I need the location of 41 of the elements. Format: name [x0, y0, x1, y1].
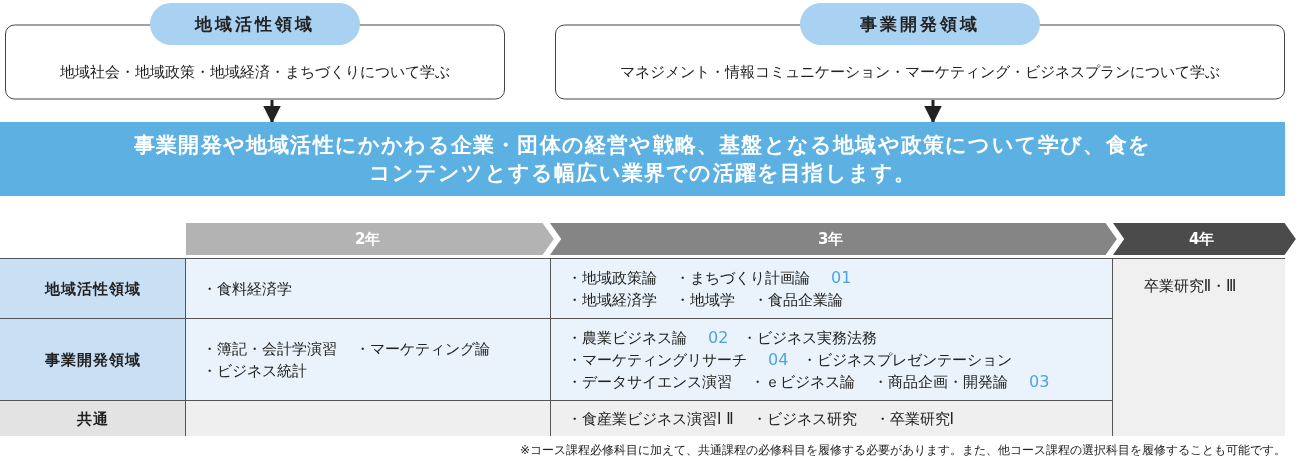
course-name: ・ビジネス実務法務 — [742, 327, 878, 349]
domain-box — [5, 3, 505, 100]
row-heading: 事業開発領域 — [44, 350, 141, 369]
year-label: 3年 — [818, 230, 844, 249]
arrow — [924, 100, 942, 124]
year-label: 2年 — [355, 230, 381, 249]
course-name: ・ビジネス統計 — [202, 360, 307, 382]
course-name: ・農業ビジネス論 — [567, 327, 687, 349]
course-name: ・食品企業論 — [753, 289, 843, 311]
course-name: ・ビジネスプレゼンテーション — [802, 349, 1013, 371]
row-heading: 地域活性領域 — [44, 279, 141, 298]
year-label: 4年 — [1189, 230, 1215, 249]
callout-number: 03 — [1029, 370, 1050, 393]
domain-box — [555, 3, 1285, 100]
course-name: ・マーケティングリサーチ — [567, 349, 747, 371]
callout-number: 04 — [768, 348, 789, 371]
callout-number: 01 — [831, 266, 852, 289]
summary-banner — [0, 122, 1285, 196]
course-name: ・地域学 — [675, 289, 735, 311]
course-name: 卒業研究Ⅱ・Ⅲ — [1143, 276, 1237, 297]
course-name: ・簿記・会計学演習 — [202, 338, 337, 360]
course-name: ・地域政策論 — [567, 267, 657, 289]
arrow — [263, 100, 281, 124]
course-name: ・卒業研究Ⅰ — [874, 408, 954, 430]
row-heading: 共通 — [76, 409, 109, 428]
course-name: ・ｅビジネス論 — [750, 371, 855, 393]
footnote: ※コース課程必修科目に加えて、共通課程の必修科目を履修する必要があります。また、他コース課程の選択科目を履修することも可能です。 — [519, 442, 1286, 459]
course-name: ・まちづくり計画論 — [675, 267, 810, 289]
course-name: ・食産業ビジネス演習Ⅰ Ⅱ — [567, 408, 734, 430]
course-name: ・マーケティング論 — [355, 338, 490, 360]
course-name: ・商品企画・開発論 — [873, 371, 1008, 393]
course-name: ・地域経済学 — [567, 289, 657, 311]
course-name: ・ビジネス研究 — [751, 408, 857, 430]
description-text: マネジメント・情報コミュニケーション・マーケティング・ビジネスプランについて学ぶ — [619, 63, 1221, 82]
heading-pill: 地域活性領域 — [150, 3, 360, 45]
callout-number: 02 — [708, 326, 729, 349]
description-text: 地域社会・地域政策・地域経済・まちづくりについて学ぶ — [59, 63, 451, 82]
course-name: ・データサイエンス演習 — [567, 371, 732, 393]
banner-text: 事業開発や地域活性にかかわる企業・団体の経営や戦略、基盤となる地域や政策について学び、食をコンテンツとする幅広い業界での活躍を目指します。 — [133, 132, 1152, 187]
heading-pill: 事業開発領域 — [800, 3, 1040, 45]
course-name: ・食料経済学 — [202, 278, 292, 300]
